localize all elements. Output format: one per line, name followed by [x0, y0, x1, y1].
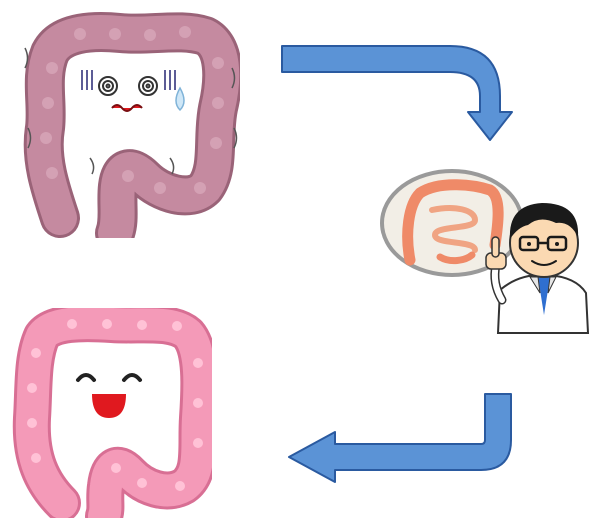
sweat-drop-icon — [176, 88, 184, 110]
arrow-right-down-icon — [278, 40, 518, 145]
happy-eye-left — [78, 375, 94, 380]
happy-face — [78, 375, 140, 418]
swirl-eyes-icon — [99, 77, 157, 95]
doctor-with-colon-diagram-icon — [380, 165, 592, 335]
dizzy-colon-icon — [20, 8, 240, 238]
wavy-mouth — [112, 105, 142, 111]
worry-lines — [82, 70, 175, 90]
sick-colon-body — [40, 26, 224, 233]
happy-eye-right — [124, 375, 140, 380]
dizzy-face — [82, 70, 184, 111]
arrow-down-left-icon — [285, 390, 513, 485]
happy-colon-icon — [12, 308, 212, 518]
healthy-colon-body — [27, 319, 203, 516]
open-smile-mouth — [92, 394, 126, 418]
